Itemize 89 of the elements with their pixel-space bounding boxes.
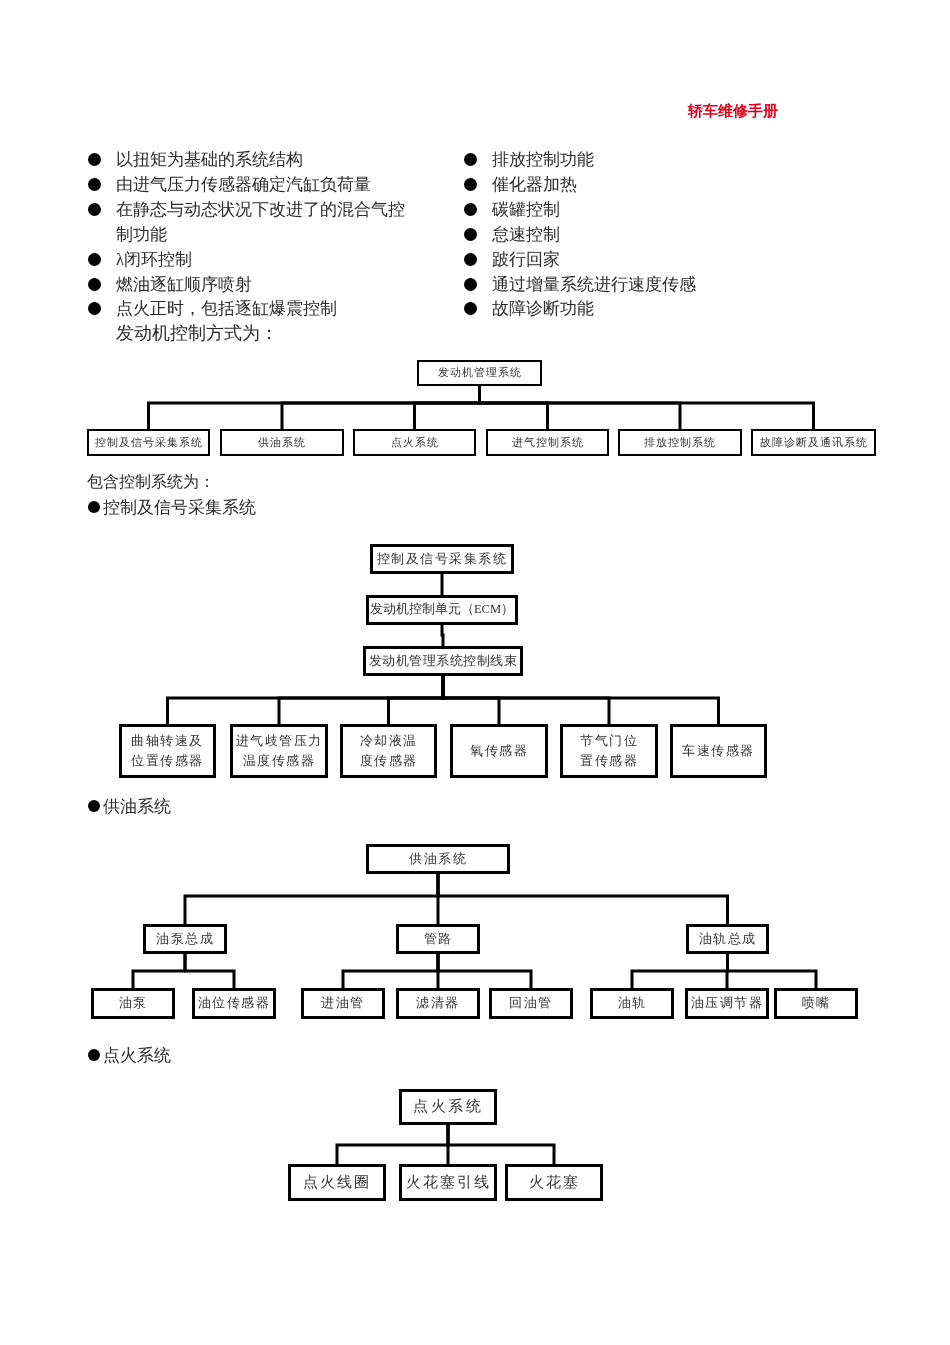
component-name: 进气歧管压力温度传感器 (235, 731, 323, 770)
component-name: 油轨 (617, 994, 647, 1013)
section-heading: 供油系统 (103, 795, 171, 818)
feature-item: 以扭矩为基础的系统结构 (116, 148, 304, 171)
org-chart-box (590, 988, 674, 1019)
org-chart-box (91, 988, 175, 1019)
org-chart-box (288, 1164, 386, 1201)
component-name: 油位传感器 (197, 994, 271, 1013)
connector-line (440, 623, 445, 648)
org-chart-box (685, 988, 769, 1019)
component-name: 车速传感器 (682, 741, 755, 760)
org-chart-box (505, 1164, 603, 1201)
org-chart-box (301, 988, 385, 1019)
component-name: 控制及信号采集系统 (94, 434, 203, 450)
org-chart-box (366, 595, 518, 625)
org-chart-box (399, 1089, 497, 1125)
org-chart-box (370, 544, 514, 574)
org-chart-box (340, 724, 437, 778)
connector-line (436, 952, 533, 990)
org-chart-box (560, 724, 658, 778)
component-name: 发动机控制单元（ECM） (369, 601, 515, 619)
component-name: 火花塞 (528, 1172, 580, 1192)
component-name: 节气门位置传感器 (579, 731, 639, 770)
intro-text: 包含控制系统为： (87, 472, 215, 492)
component-name: 供油系统 (409, 849, 467, 868)
feature-item: 催化器加热 (492, 173, 578, 196)
org-chart-box (87, 429, 210, 456)
org-chart-box (751, 429, 876, 456)
page-header: 轿车维修手册 (688, 102, 778, 121)
component-name: 故障诊断及通讯系统 (759, 434, 868, 450)
component-name: 点火线圈 (303, 1172, 371, 1192)
section-heading: 控制及信号采集系统 (103, 496, 256, 519)
org-chart-box (686, 924, 769, 954)
connector-line (441, 674, 720, 726)
org-chart-box (774, 988, 858, 1019)
connector-line (446, 1123, 556, 1166)
feature-item: 碳罐控制 (492, 198, 561, 221)
org-chart-box (618, 429, 742, 456)
component-name: 进气控制系统 (511, 434, 584, 450)
component-name: 进油管 (321, 994, 365, 1013)
org-chart-box (399, 1164, 497, 1201)
org-chart-box (450, 724, 548, 778)
component-name: 供油系统 (258, 434, 306, 450)
org-chart-box (363, 646, 523, 676)
component-name: 油压调节器 (690, 994, 764, 1013)
org-chart-box (396, 988, 480, 1019)
feature-item: 怠速控制 (492, 223, 561, 246)
connector-line (436, 872, 729, 926)
component-name: 火花塞引线 (405, 1172, 491, 1192)
component-name: 点火系统 (390, 434, 439, 450)
org-chart-box (366, 844, 510, 874)
component-name: 控制及信号采集系统 (376, 549, 508, 568)
component-name: 管路 (423, 929, 453, 948)
org-chart-box (143, 924, 227, 954)
component-name: 氧传感器 (470, 741, 528, 760)
component-name: 回油管 (509, 994, 553, 1013)
feature-item: 燃油逐缸顺序喷射 (116, 273, 253, 296)
component-name: 曲轴转速及位置传感器 (130, 731, 205, 770)
feature-item: 跛行回家 (492, 248, 561, 271)
org-chart-box (670, 724, 767, 778)
org-chart-box (230, 724, 328, 778)
org-chart-box (192, 988, 276, 1019)
feature-item: 由进气压力传感器确定汽缸负荷量 (116, 173, 372, 196)
feature-item: 点火正时，包括逐缸爆震控制 (116, 297, 338, 320)
org-chart-box (353, 429, 476, 456)
org-chart-box (396, 924, 480, 954)
component-name: 油泵总成 (156, 929, 214, 948)
component-name: 油泵 (118, 994, 148, 1013)
component-name: 冷却液温度传感器 (358, 731, 419, 770)
connector-line (183, 952, 236, 990)
org-chart-box (486, 429, 609, 456)
component-name: 点火系统 (413, 1097, 483, 1117)
component-name: 喷嘴 (801, 994, 831, 1013)
org-chart-box (489, 988, 573, 1019)
feature-item: 通过增量系统进行速度传感 (492, 273, 697, 296)
org-chart-box (220, 429, 344, 456)
connector-line (440, 572, 444, 597)
component-name: 滤清器 (416, 994, 460, 1013)
component-name: 发动机管理系统控制线束 (368, 651, 518, 670)
component-name: 排放控制系统 (644, 434, 716, 450)
component-name: 油轨总成 (698, 929, 757, 948)
org-chart-box (417, 360, 542, 386)
feature-item: 排放控制功能 (492, 148, 595, 171)
section-heading: 点火系统 (103, 1044, 171, 1067)
intro-text: 发动机控制方式为： (116, 322, 278, 345)
component-name: 发动机管理系统 (437, 365, 522, 381)
feature-item: λ闭环控制 (116, 248, 193, 271)
feature-item: 故障诊断功能 (492, 297, 595, 320)
org-chart-box (119, 724, 216, 778)
